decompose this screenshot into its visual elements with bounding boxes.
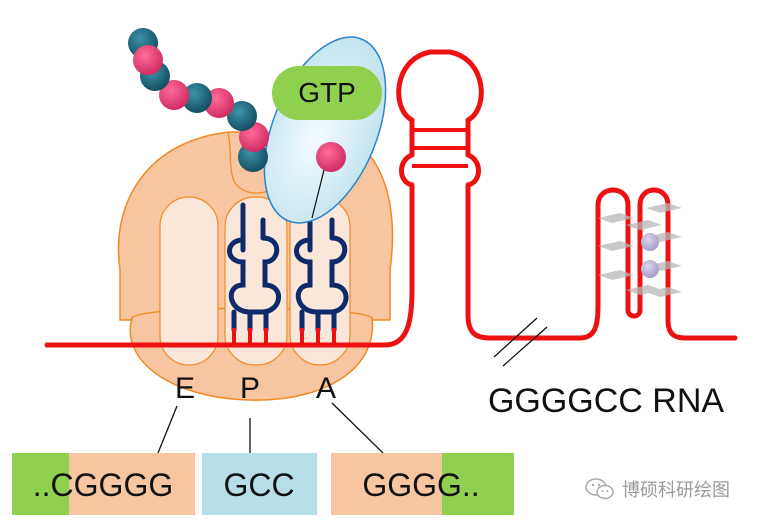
g-quadruplex [598, 203, 682, 297]
gtp-badge [272, 66, 382, 120]
g-tetrad-plane [646, 203, 682, 213]
codon-box-a-peach [331, 453, 442, 515]
ribosome-exit-notch [227, 131, 279, 194]
site-label-a: A [316, 372, 336, 405]
e-site-channel [159, 196, 219, 366]
codon-pairs [232, 328, 336, 345]
peptide-chain [128, 28, 269, 172]
peptide-bead-pink [133, 45, 163, 75]
ion-1 [641, 233, 659, 251]
aminoacid-ball [316, 142, 346, 172]
mrna-strand [44, 49, 738, 348]
ion-2 [641, 260, 659, 278]
leader-lines [157, 402, 384, 454]
break-mark [493, 317, 548, 367]
codon-box-p-text: GCC [223, 467, 294, 503]
codon-box-e-text: ..CGGGG [33, 467, 173, 503]
codon-box-a-green [442, 453, 514, 515]
codon-box-a-text: GGGG.. [362, 467, 479, 503]
aminoacid-link [311, 161, 327, 219]
peptide-bead-teal [227, 101, 257, 131]
gtp-label: GTP [298, 77, 356, 108]
g-tetrad-plane [598, 241, 634, 251]
peptide-bead-teal [182, 83, 212, 113]
g-tetrad-plane [598, 270, 634, 280]
wechat-icon [585, 478, 614, 500]
watermark-text: 博硕科研绘图 [622, 480, 730, 501]
g-tetrad-plane [646, 287, 682, 297]
codon-box-e-green [12, 453, 69, 515]
watermark: 博硕科研绘图 [584, 476, 730, 502]
g-tetrad-plane [598, 213, 634, 223]
site-label-p: P [240, 372, 260, 405]
site-label-e: E [175, 372, 195, 405]
codon-box-e-peach [69, 453, 195, 515]
trna-p-site [227, 202, 282, 333]
codon-box-p [202, 453, 317, 515]
hairpin-stem [412, 128, 468, 168]
g-tetrad-plane [626, 285, 662, 295]
rna-label: GGGGCC RNA [488, 382, 724, 420]
peptide-bead-pink [159, 80, 189, 110]
g-tetrad-plane [626, 220, 662, 230]
